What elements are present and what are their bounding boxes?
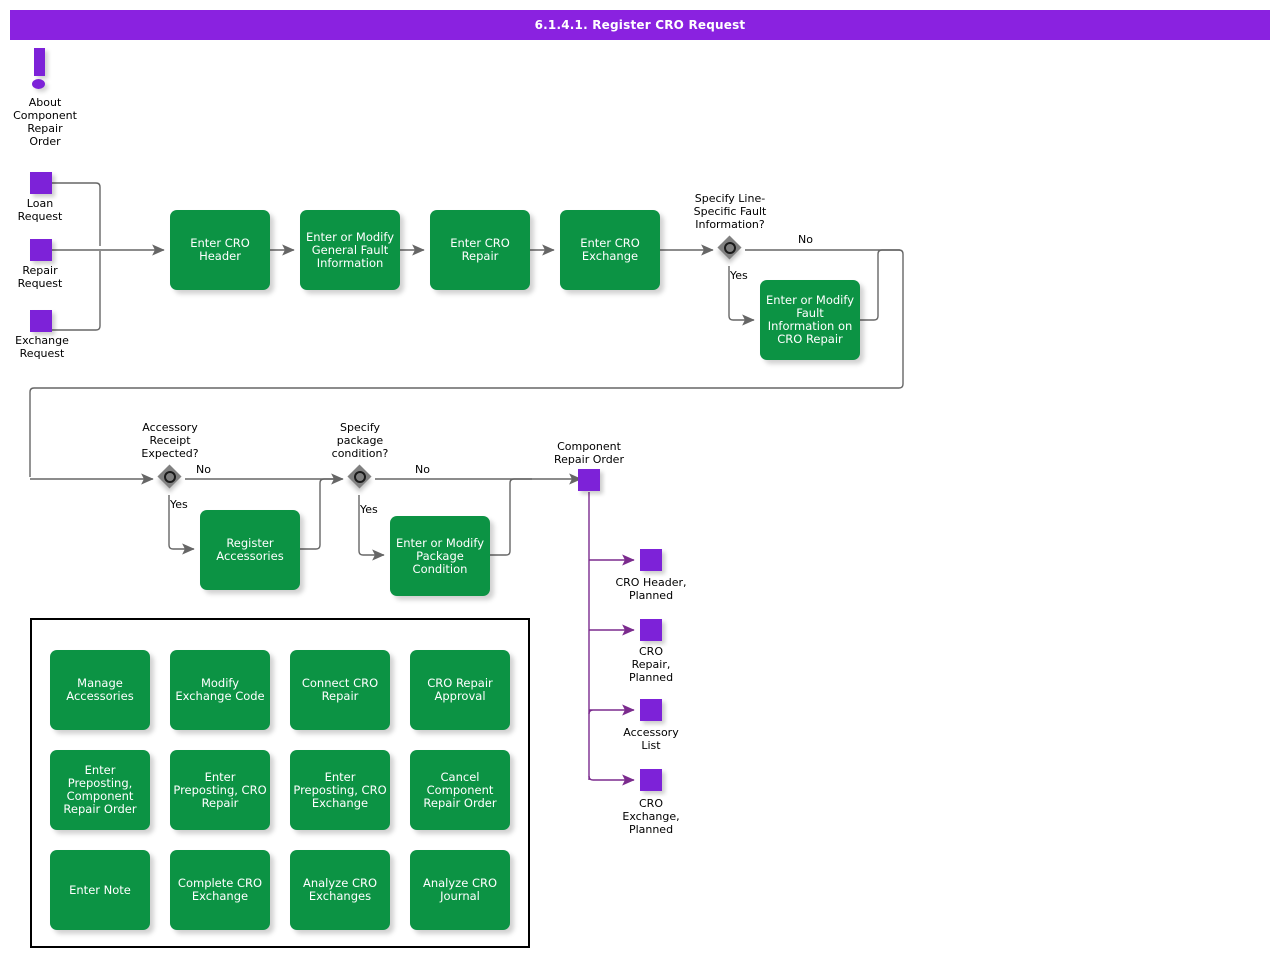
toolbox-item-complete-cro-exchange-label: Complete CRO Exchange	[177, 876, 263, 903]
entity-accessory-list[interactable]	[640, 699, 662, 721]
process-enter-cro-header[interactable]: Enter CRO Header	[170, 210, 270, 290]
diamond-circle-icon	[723, 241, 736, 254]
page-title: 6.1.4.1. Register CRO Request	[10, 10, 1270, 40]
process-register-accessories-label: Register Accessories	[216, 536, 284, 563]
process-enter-or-modify-general-fault-information-label: Enter or Modify General Fault Informatio…	[305, 229, 395, 270]
toolbox-item-enter-preposting-component-repair-order[interactable]: Enter Preposting, Component Repair Order	[50, 750, 150, 830]
decision2-no-label: No	[196, 463, 211, 476]
entity-exchange-request-label: Exchange Request	[15, 334, 69, 360]
exclamation-bar-icon	[34, 48, 45, 76]
about-note-label: About Component Repair Order	[13, 96, 77, 148]
toolbox-item-analyze-cro-journal[interactable]: Analyze CRO Journal	[410, 850, 510, 930]
decision-specify-package-condition[interactable]	[347, 464, 378, 495]
entity-cro-header-planned-label: CRO Header, Planned	[615, 576, 687, 602]
process-enter-cro-exchange[interactable]: Enter CRO Exchange	[560, 210, 660, 290]
entity-accessory-list-label: Accessory List	[623, 726, 679, 752]
entity-loan-request[interactable]	[30, 172, 52, 194]
entity-cro-exchange-planned[interactable]	[640, 769, 662, 791]
toolbox-item-analyze-cro-exchanges-label: Analyze CRO Exchanges	[302, 876, 378, 903]
diamond-circle-icon	[163, 470, 176, 483]
toolbox-item-manage-accessories[interactable]: Manage Accessories	[50, 650, 150, 730]
entity-cro-repair-planned[interactable]	[640, 619, 662, 641]
toolbox-item-cro-repair-approval-label: CRO Repair Approval	[427, 676, 493, 703]
exclamation-dot-icon	[32, 79, 45, 89]
process-register-accessories[interactable]: Register Accessories	[200, 510, 300, 590]
entity-component-repair-order-label: Component Repair Order	[554, 440, 624, 466]
decision-accessory-receipt-expected-label: Accessory Receipt Expected?	[141, 421, 199, 460]
toolbox-item-enter-note-label: Enter Note	[69, 882, 131, 897]
process-enter-cro-repair[interactable]: Enter CRO Repair	[430, 210, 530, 290]
process-enter-cro-header-label: Enter CRO Header	[190, 236, 250, 263]
decision-accessory-receipt-expected[interactable]	[157, 464, 188, 495]
entity-cro-repair-planned-label: CRO Repair, Planned	[628, 645, 674, 684]
about-note-icon[interactable]	[27, 48, 51, 92]
toolbox-item-enter-preposting-cro-exchange[interactable]: Enter Preposting, CRO Exchange	[290, 750, 390, 830]
entity-cro-header-planned[interactable]	[640, 549, 662, 571]
entity-loan-request-label: Loan Request	[17, 197, 63, 223]
decision1-no-label: No	[798, 233, 813, 246]
decision3-no-label: No	[415, 463, 430, 476]
entity-component-repair-order[interactable]	[578, 469, 600, 491]
process-enter-cro-repair-label: Enter CRO Repair	[450, 236, 510, 263]
entity-repair-request[interactable]	[30, 239, 52, 261]
toolbox-item-modify-exchange-code[interactable]: Modify Exchange Code	[170, 650, 270, 730]
diamond-circle-icon	[353, 470, 366, 483]
entity-exchange-request[interactable]	[30, 310, 52, 332]
toolbox-item-modify-exchange-code-label: Modify Exchange Code	[175, 676, 265, 703]
toolbox-item-analyze-cro-exchanges[interactable]: Analyze CRO Exchanges	[290, 850, 390, 930]
toolbox-item-enter-preposting-cro-repair-label: Enter Preposting, CRO Repair	[173, 769, 267, 810]
process-enter-or-modify-package-condition[interactable]: Enter or Modify Package Condition	[390, 516, 490, 596]
decision-specify-line-specific-fault-information-label: Specify Line- Specific Fault Information…	[693, 192, 767, 231]
toolbox-item-enter-preposting-cro-exchange-label: Enter Preposting, CRO Exchange	[293, 769, 387, 810]
toolbox-item-complete-cro-exchange[interactable]: Complete CRO Exchange	[170, 850, 270, 930]
toolbox-item-connect-cro-repair-label: Connect CRO Repair	[301, 676, 379, 703]
toolbox-item-analyze-cro-journal-label: Analyze CRO Journal	[422, 876, 498, 903]
process-enter-cro-exchange-label: Enter CRO Exchange	[580, 236, 640, 263]
toolbox-item-cro-repair-approval[interactable]: CRO Repair Approval	[410, 650, 510, 730]
decision-specify-package-condition-label: Specify package condition?	[331, 421, 389, 460]
toolbox-item-cancel-component-repair-order-label: Cancel Component Repair Order	[423, 769, 497, 810]
decision-specify-line-specific-fault-information[interactable]	[717, 235, 748, 266]
entity-cro-exchange-planned-label: CRO Exchange, Planned	[622, 797, 680, 836]
decision1-yes-label: Yes	[730, 269, 748, 282]
decision3-yes-label: Yes	[360, 503, 378, 516]
process-enter-or-modify-package-condition-label: Enter or Modify Package Condition	[395, 535, 485, 576]
decision2-yes-label: Yes	[170, 498, 188, 511]
toolbox-item-enter-preposting-component-repair-order-label: Enter Preposting, Component Repair Order	[63, 763, 137, 816]
toolbox-item-cancel-component-repair-order[interactable]: Cancel Component Repair Order	[410, 750, 510, 830]
toolbox-item-enter-preposting-cro-repair[interactable]: Enter Preposting, CRO Repair	[170, 750, 270, 830]
entity-repair-request-label: Repair Request	[17, 264, 63, 290]
process-enter-or-modify-general-fault-information[interactable]: Enter or Modify General Fault Informatio…	[300, 210, 400, 290]
toolbox-item-manage-accessories-label: Manage Accessories	[66, 676, 134, 703]
toolbox-item-enter-note[interactable]: Enter Note	[50, 850, 150, 930]
toolbox-item-connect-cro-repair[interactable]: Connect CRO Repair	[290, 650, 390, 730]
process-enter-or-modify-fault-information-on-cro-repair[interactable]: Enter or Modify Fault Information on CRO…	[760, 280, 860, 360]
process-enter-or-modify-fault-information-on-cro-repair-label: Enter or Modify Fault Information on CRO…	[765, 293, 855, 346]
